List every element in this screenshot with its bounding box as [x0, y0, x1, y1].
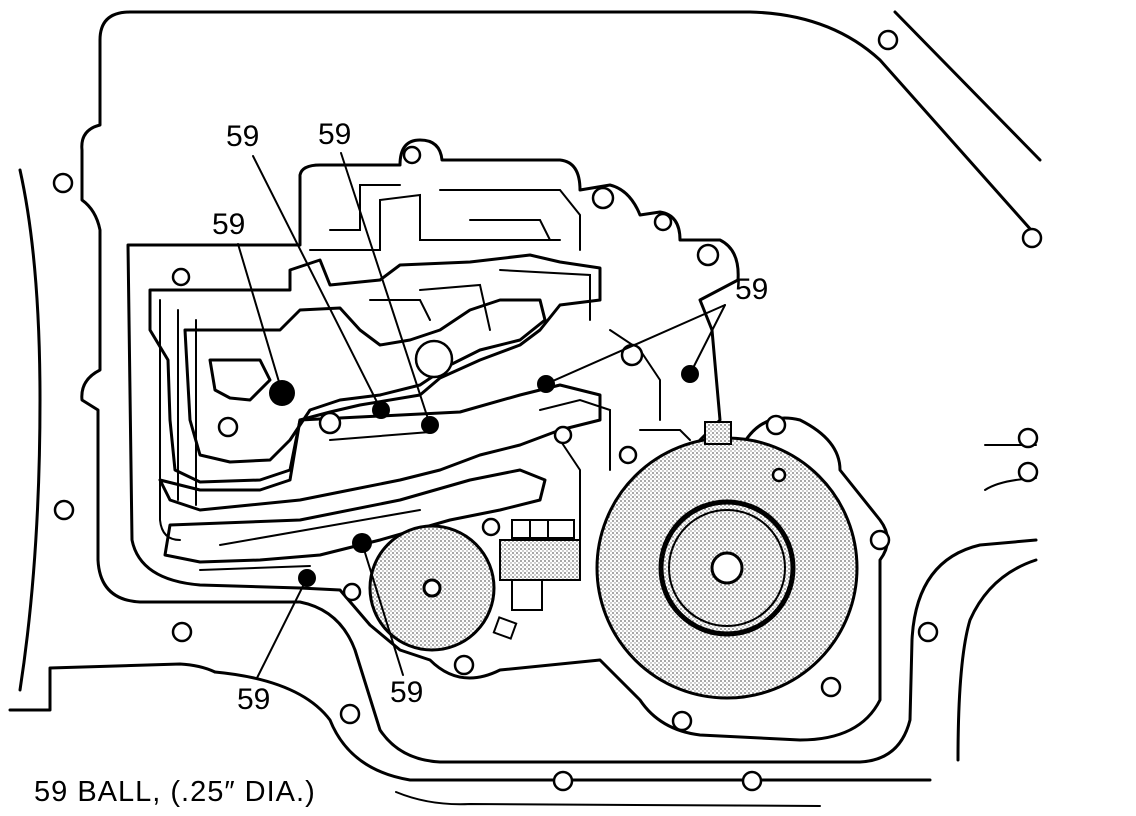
callout-labels: 59 59 59 59 59 59 — [212, 118, 768, 716]
valve-body-bolt-holes — [171, 145, 891, 732]
case-bolt-holes — [52, 29, 1043, 792]
callout-label: 59 — [226, 120, 259, 153]
leader-lines — [237, 152, 726, 679]
callout-label: 59 — [237, 683, 270, 716]
callout-label: 59 — [318, 118, 351, 151]
valve-body-plate — [126, 138, 889, 742]
small-accumulator — [368, 524, 496, 652]
callout-label: 59 — [735, 273, 768, 306]
callout-label: 59 — [212, 208, 245, 241]
legend-text: 59 BALL, (.25″ DIA.) — [34, 776, 316, 808]
large-servo — [595, 421, 859, 700]
callout-label: 59 — [390, 676, 423, 709]
case-outline — [8, 10, 1042, 807]
